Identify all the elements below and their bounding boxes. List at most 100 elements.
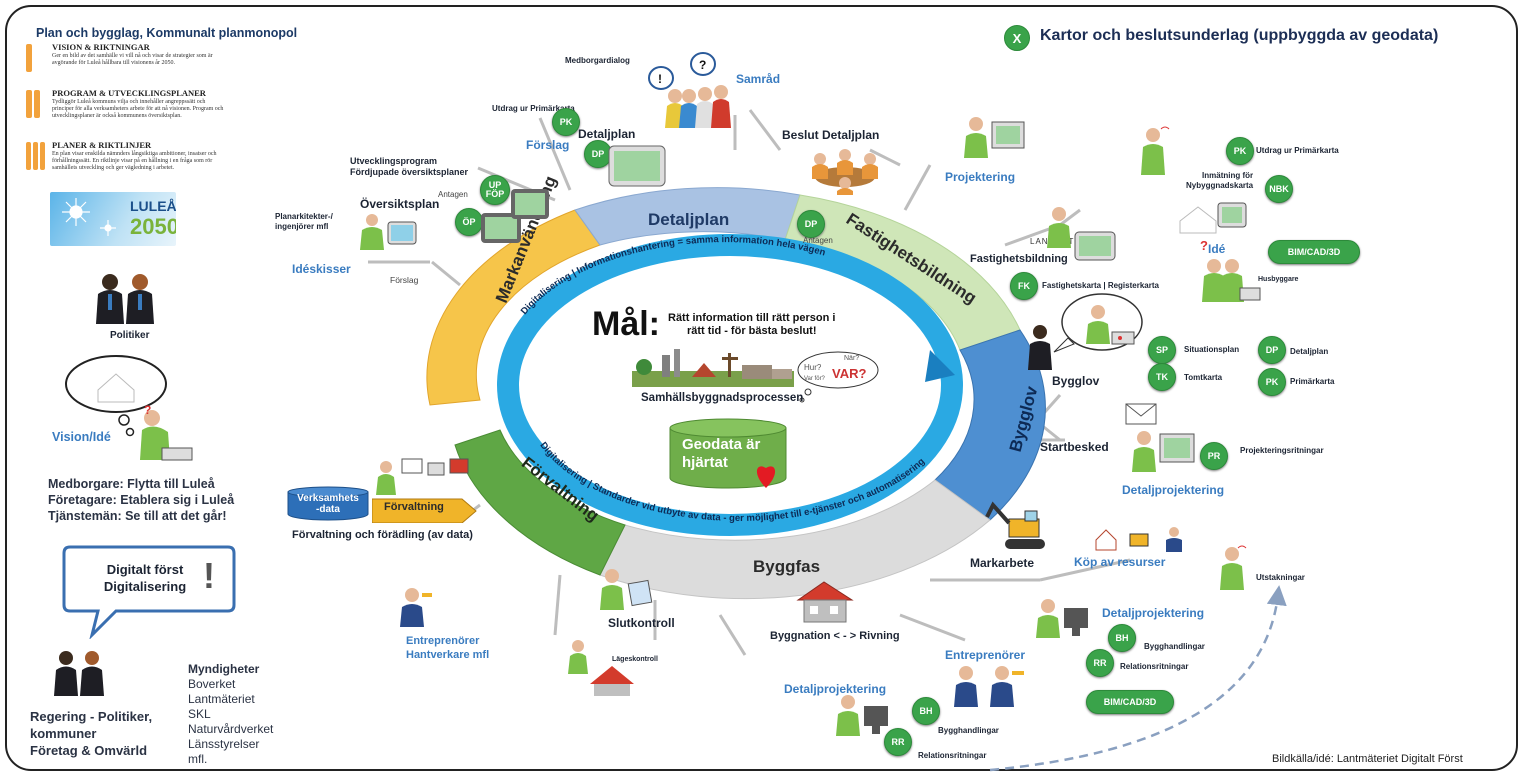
digitalt-line1: Digitalt först: [106, 562, 184, 577]
plan-levels: VISION & RIKTNINGAR Ger en bild av det s…: [26, 42, 226, 192]
pk-badge-bygglov[interactable]: PK: [1258, 368, 1286, 396]
planner-figure: [360, 214, 417, 250]
verksamhetsdata-text: Verksamhets -data: [290, 493, 366, 515]
dp-badge-bygglov[interactable]: DP: [1258, 336, 1286, 364]
verksamhetsdata-cylinder: [287, 486, 369, 521]
plan-level-title: VISION & RIKTNINGAR: [52, 42, 150, 52]
goal-text: Rätt information till rätt person i rätt…: [668, 312, 835, 338]
level-marker-3: [40, 142, 45, 170]
dp-badge-antagen[interactable]: DP: [797, 210, 825, 238]
slutkontroll-figure: [600, 569, 653, 610]
medborgare-text: Medborgare: Flytta till Luleå: [48, 477, 215, 491]
entreprenorer-hantverkare-text: Entreprenörer Hantverkare mfl: [406, 634, 489, 662]
pk-badge-fastighet[interactable]: PK: [1226, 137, 1254, 165]
detaljprojektering-figure-bottom: [836, 695, 888, 736]
bygglov-label: Bygglov: [1052, 374, 1100, 388]
diagram-frame: [5, 5, 1518, 771]
rr-badge-2[interactable]: RR: [884, 728, 912, 756]
nbk-badge[interactable]: NBK: [1265, 175, 1293, 203]
oversiktsplan-label: Översiktsplan: [360, 197, 440, 211]
antagen-label-detaljplan: Antagen: [803, 236, 833, 245]
myndighet-item: Länsstyrelser: [188, 737, 260, 751]
tk-badge[interactable]: TK: [1148, 363, 1176, 391]
vision-ide-label: Vision/Idé: [52, 430, 111, 444]
kop-label: Köp av resurser: [1074, 555, 1166, 569]
question-nar: När?: [844, 355, 859, 362]
goal-text-line1: Rätt information till rätt person i: [668, 312, 836, 324]
myndigheter-title: Myndigheter: [188, 662, 260, 676]
inmatning-text: Inmätning för Nybyggnadskarta: [1186, 171, 1253, 191]
detaljprojektering-label-bottom: Detaljprojektering: [784, 682, 887, 696]
bim-pill-top[interactable]: BIM/CAD/3D: [1268, 240, 1360, 264]
digitalt-line2: Digitalisering: [103, 579, 187, 594]
myndigheter-list: Myndigheter Boverket Lantmäteriet SKL Na…: [188, 662, 273, 767]
rr-text-2: Relationsritningar: [918, 751, 987, 760]
fk-badge[interactable]: FK: [1010, 272, 1038, 300]
process-label: Samhällsbyggnadsprocessen: [641, 392, 804, 404]
pk-badge-detaljplan[interactable]: PK: [552, 108, 580, 136]
fastighetsbildning-label: Fastighetsbildning: [970, 253, 1068, 265]
bh-badge-2[interactable]: BH: [912, 697, 940, 725]
regering-figures: [54, 651, 104, 696]
bim-pill-bottom[interactable]: BIM/CAD/3D: [1086, 690, 1174, 714]
myndighet-item: SKL: [188, 707, 211, 721]
pr-badge[interactable]: PR: [1200, 442, 1228, 470]
question-cloud: Hur? När? Var för? VAR?: [797, 351, 879, 403]
return-dashed-arrow: [989, 585, 1287, 772]
myndighet-item: Naturvårdverket: [188, 722, 274, 736]
sp-badge[interactable]: SP: [1148, 336, 1176, 364]
source-credit: Bildkälla/idé: Lantmäteriet Digitalt För…: [1272, 753, 1463, 765]
politiker-label: Politiker: [110, 330, 150, 341]
logo-line2: 2050: [130, 214, 176, 239]
bh-text: Bygghandlingar: [1144, 642, 1205, 651]
husbyggare-figure: ?: [1200, 238, 1261, 302]
meeting-table: [812, 149, 878, 195]
lantmateriet-figure: [1047, 207, 1116, 261]
projektering-figure: [964, 117, 1025, 158]
tablet-karta-1: [481, 213, 521, 243]
heart-icon: [756, 466, 776, 488]
question-varfor: Var för?: [804, 376, 826, 382]
question-mark: ?: [1200, 238, 1208, 253]
detaljprojektering-label-byggfas: Detaljprojektering: [1102, 606, 1205, 620]
slutkontroll-label: Slutkontroll: [608, 616, 675, 630]
inner-blue-ring: [497, 234, 963, 536]
detaljprojektering-label-bygglov: Detaljprojektering: [1122, 483, 1225, 497]
landscape-illustration: [632, 349, 794, 387]
uppf-badge[interactable]: UP FÖP: [480, 175, 510, 205]
lageskontroll-label: Lägeskontroll: [612, 656, 658, 663]
question-var: VAR?: [832, 366, 866, 381]
entreprenorer-figures: [954, 666, 1024, 707]
detaljprojektering-figure-top: [1132, 431, 1195, 472]
svg-text:?: ?: [144, 403, 151, 417]
resources-icons: [1095, 527, 1182, 552]
regering-line3: Företag & Omvärld: [30, 743, 148, 758]
pk-text-fastighet: Utdrag ur Primärkarta: [1256, 146, 1339, 155]
projektering-label: Projektering: [945, 170, 1016, 184]
bh-badge[interactable]: BH: [1108, 624, 1136, 652]
fordjupade-line: Fördjupade översiktsplaner: [350, 167, 469, 177]
detaljprojektering-figure-mid: [1036, 599, 1088, 638]
rr-text: Relationsritningar: [1120, 662, 1189, 671]
ingenjorer-line: ingenjörer mfl: [275, 222, 329, 231]
hantverkare-line: Hantverkare mfl: [406, 649, 490, 661]
beslut-detaljplan-label: Beslut Detaljplan: [782, 128, 880, 142]
geodata-text: Geodata är hjärtat: [682, 436, 760, 472]
envelope-icon: [1125, 403, 1157, 425]
verksamhetsdata-line1: Verksamhets: [297, 493, 359, 504]
myndighet-item: mfl.: [188, 752, 208, 766]
question-hur: Hur?: [804, 363, 822, 372]
tjansteman-text: Tjänstemän: Se till att det går!: [48, 509, 227, 523]
rr-badge[interactable]: RR: [1086, 649, 1114, 677]
op-badge[interactable]: ÖP: [455, 208, 483, 236]
planarkitekter-line: Planarkitekter-/: [275, 212, 333, 221]
planarkitekter-text: Planarkitekter-/ ingenjörer mfl: [275, 212, 333, 232]
exclamation-mark: !: [203, 555, 215, 596]
segment-forvaltning[interactable]: [454, 429, 626, 576]
regering-line1: Regering - Politiker,: [30, 709, 153, 724]
geodata-line2: hjärtat: [682, 454, 728, 471]
speech-exclaim: !: [658, 72, 662, 86]
samrad-label: Samråd: [736, 72, 781, 86]
tablet-karta-2: [511, 189, 549, 219]
